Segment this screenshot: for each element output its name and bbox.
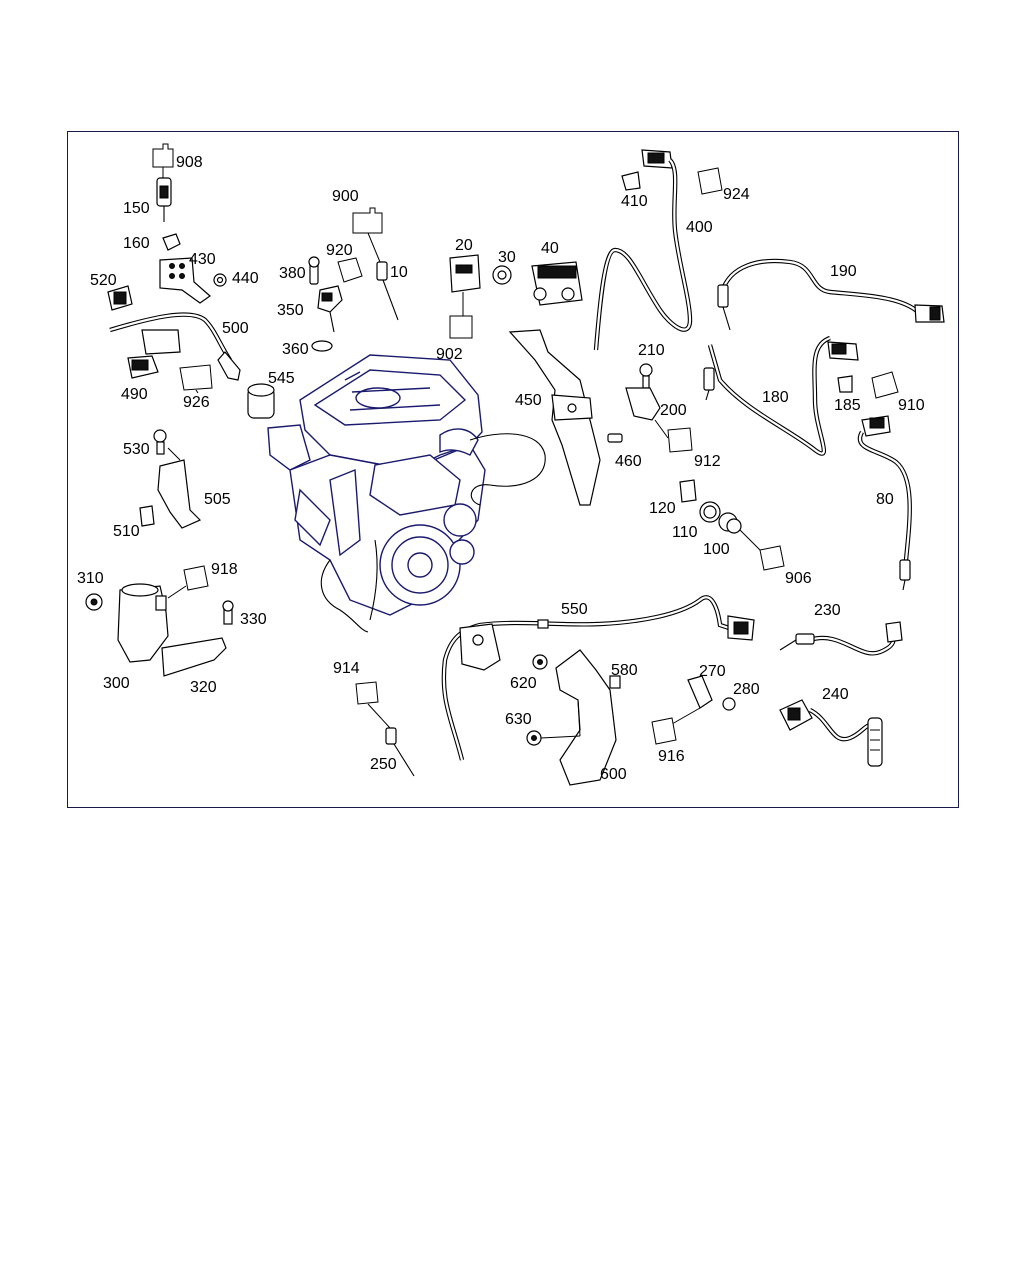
part-926-tag-icon [179,364,213,391]
label-908: 908 [176,154,203,171]
engine-assembly [247,354,546,633]
part-914-tag-icon [355,681,379,705]
part-902-tag-icon [449,315,473,339]
label-620: 620 [510,675,537,692]
label-350: 350 [277,302,304,319]
part-10-glowplug-icon [352,207,399,321]
label-310: 310 [77,570,104,587]
label-460: 460 [615,453,642,470]
part-270-sensor-icon [651,675,736,745]
part-350-sensor-icon [308,256,363,352]
label-926: 926 [183,394,210,411]
label-450: 450 [515,392,542,409]
part-600-bracket-icon [526,649,621,786]
label-545: 545 [268,370,295,387]
label-505: 505 [204,491,231,508]
label-110: 110 [672,524,698,541]
label-400: 400 [686,219,713,236]
label-914: 914 [333,660,360,677]
part-920-tag-icon [337,257,363,283]
part-550-harness-icon [441,595,755,761]
label-916: 916 [658,748,685,765]
label-180: 180 [762,389,789,406]
label-100: 100 [703,541,730,558]
label-150: 150 [123,200,150,217]
label-550: 550 [561,601,588,618]
label-230: 230 [814,602,841,619]
label-410: 410 [621,193,648,210]
label-300: 300 [103,675,130,692]
part-916-tag-icon [651,717,677,745]
part-180-sensor-icon [703,335,899,456]
label-80: 80 [876,491,894,508]
callout-labels: 908 150 160 430 440 520 500 490 926 900 … [77,154,925,783]
label-924: 924 [723,186,750,203]
part-910-tag-icon [871,371,899,399]
label-440: 440 [232,270,259,287]
part-230-sensor-icon [779,621,903,656]
label-330: 330 [240,611,267,628]
part-924-tag-icon [697,167,723,195]
part-30-nut-icon [492,265,512,285]
label-200: 200 [660,402,687,419]
label-580: 580 [611,662,638,679]
label-920: 920 [326,242,353,259]
part-80-sensor-icon [857,415,912,591]
label-210: 210 [638,342,665,359]
label-918: 918 [211,561,238,578]
part-505-bracket-icon [139,429,202,529]
label-250: 250 [370,756,397,773]
label-600: 600 [600,766,627,783]
part-908-tag-icon [152,143,174,168]
label-280: 280 [733,681,760,698]
label-510: 510 [113,523,140,540]
part-906-tag-icon [759,545,785,571]
label-20: 20 [455,237,473,254]
part-190-sensor-icon [717,258,945,331]
label-185: 185 [834,397,861,414]
label-912: 912 [694,453,721,470]
label-240: 240 [822,686,849,703]
label-900: 900 [332,188,359,205]
part-40-module-icon [531,261,583,306]
label-190: 190 [830,263,857,280]
label-120: 120 [649,500,676,517]
part-300-actuator-icon [85,565,234,677]
label-320: 320 [190,679,217,696]
label-30: 30 [498,249,516,266]
part-912-tag-icon [667,427,693,453]
part-20-connector-icon [449,254,481,339]
label-490: 490 [121,386,148,403]
label-430: 430 [189,251,216,268]
part-240-sensor-icon [779,699,883,767]
part-900-tag-icon [352,207,383,234]
label-500: 500 [222,320,249,337]
label-630: 630 [505,711,532,728]
label-530: 530 [123,441,150,458]
part-430-bracket-icon [159,233,227,304]
label-10: 10 [390,264,408,281]
part-500-sensor-icon [107,285,241,394]
part-100-sensor-icon [679,479,785,571]
label-910: 910 [898,397,925,414]
label-380: 380 [279,265,306,282]
label-160: 160 [123,235,150,252]
part-450-bracket-icon [508,329,601,506]
label-520: 520 [90,272,117,289]
diagram-frame [67,131,959,808]
label-360: 360 [282,341,309,358]
label-270: 270 [699,663,726,680]
part-200-sensor-icon [607,363,693,453]
label-906: 906 [785,570,812,587]
part-150-sensor-icon [152,143,174,222]
part-918-tag-icon [183,565,209,591]
part-250-sensor-icon [355,681,415,777]
label-40: 40 [541,240,559,257]
part-400-sensor-icon [593,149,723,351]
label-902: 902 [436,346,463,363]
